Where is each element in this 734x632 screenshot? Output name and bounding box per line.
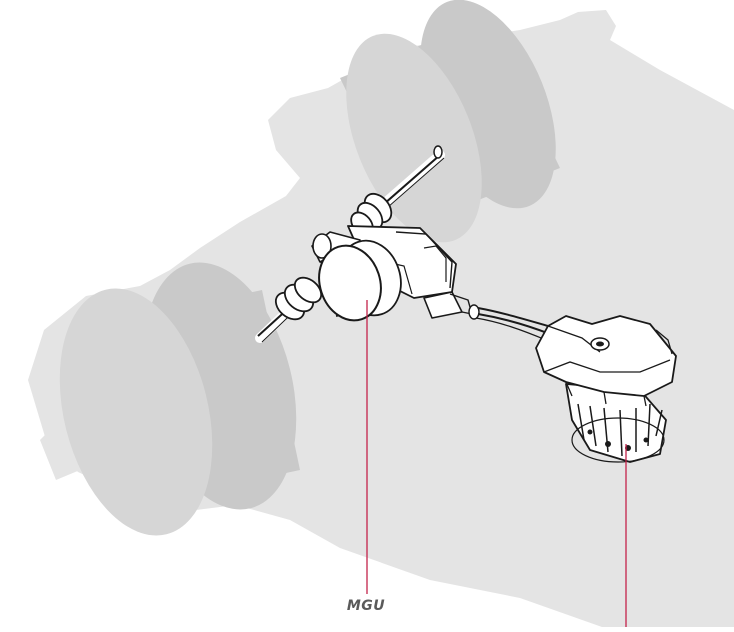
hv-cables — [475, 307, 551, 341]
upper-drive-shaft — [350, 145, 445, 237]
rear-wheel — [340, 0, 560, 243]
lower-drive-shaft — [255, 276, 323, 343]
energy-store-unit — [535, 315, 677, 463]
motor-generator-unit — [311, 225, 480, 322]
mgu-label: MGU — [346, 598, 386, 614]
callout-lines — [366, 300, 627, 627]
lower-cv-joint — [274, 276, 323, 321]
front-wheel — [59, 262, 300, 536]
